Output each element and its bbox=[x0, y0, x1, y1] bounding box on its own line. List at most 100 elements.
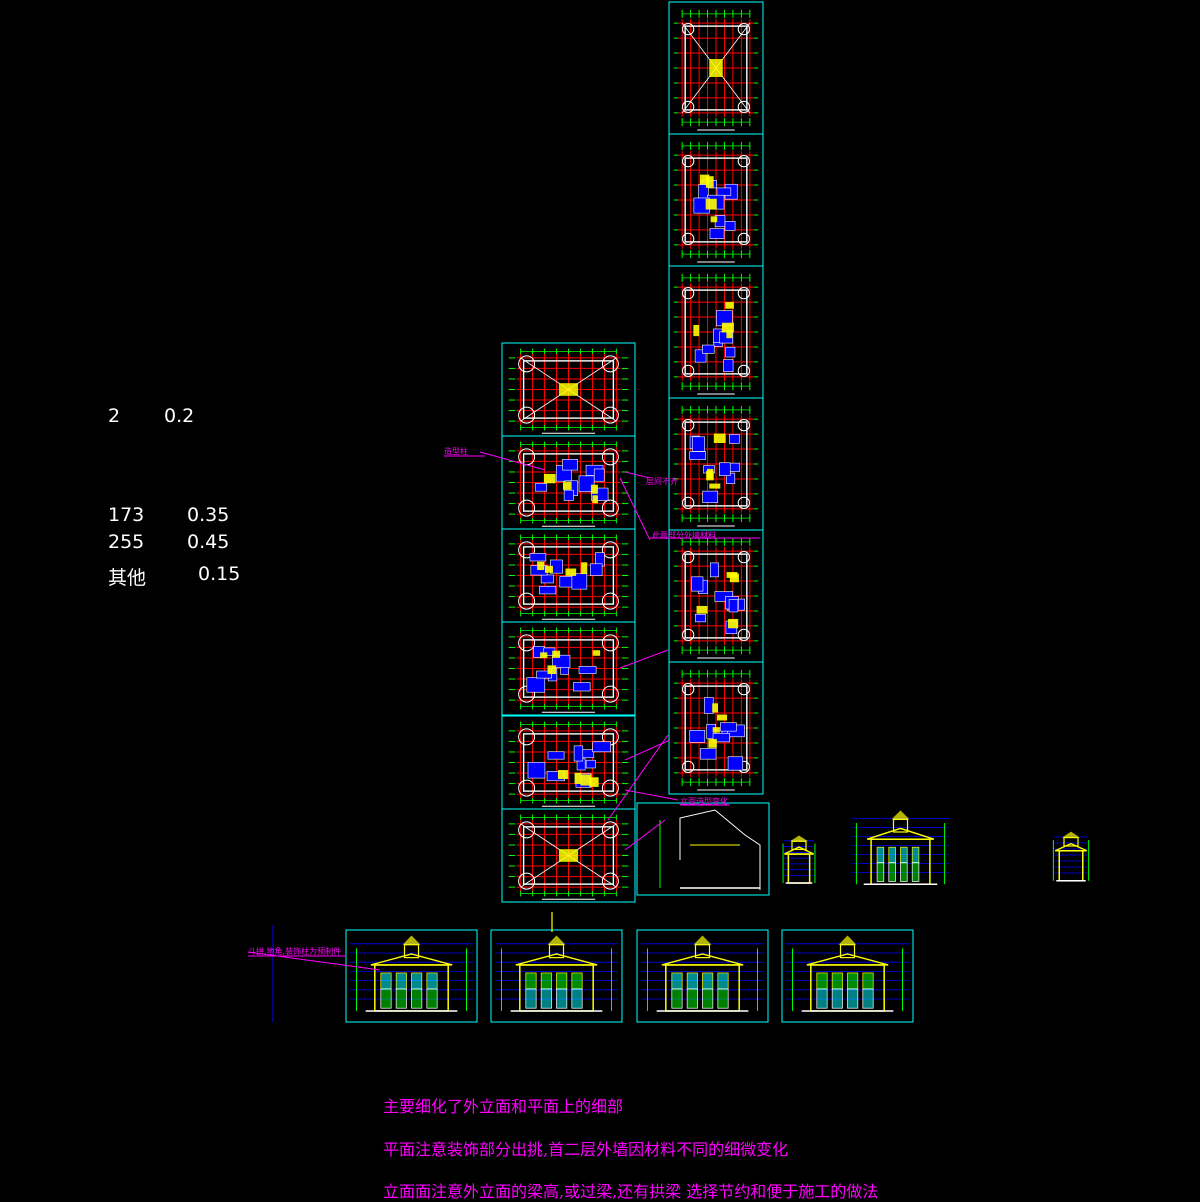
stair-fill bbox=[547, 665, 557, 675]
bay-window bbox=[737, 682, 750, 696]
bay-window bbox=[737, 154, 750, 168]
tower-cap bbox=[693, 935, 712, 945]
leader-line bbox=[624, 789, 679, 801]
room-fill bbox=[694, 613, 706, 623]
window bbox=[816, 972, 828, 990]
elevation-sheet-south bbox=[345, 929, 478, 1023]
legend-key-3: 255 bbox=[108, 531, 145, 553]
window bbox=[571, 988, 583, 1009]
floor-plan-sheet bbox=[668, 1, 764, 135]
sheet-frame bbox=[501, 808, 636, 903]
roof-outline bbox=[1054, 842, 1088, 852]
tower-cap bbox=[547, 935, 566, 945]
room-fill bbox=[534, 483, 548, 492]
room-fill bbox=[536, 670, 552, 679]
stair-fill bbox=[696, 605, 708, 614]
room-fill bbox=[539, 586, 557, 595]
stair-fill bbox=[580, 774, 592, 786]
window bbox=[900, 862, 908, 882]
roof-outline bbox=[370, 953, 453, 966]
floor-plan-sheet bbox=[501, 808, 636, 903]
room-fill bbox=[729, 434, 740, 444]
exterior-wall bbox=[522, 639, 615, 698]
bay-window bbox=[601, 779, 619, 797]
room-fill bbox=[692, 436, 705, 452]
leader-line bbox=[624, 471, 651, 479]
stair-fill bbox=[726, 329, 733, 339]
floor-plan-sheet bbox=[668, 133, 764, 267]
floor-plan-sheet bbox=[668, 265, 764, 399]
room-fill bbox=[526, 677, 546, 693]
bay-window bbox=[737, 364, 750, 378]
window bbox=[571, 972, 583, 990]
floor-plan-sheet bbox=[501, 621, 636, 716]
note-line-2: 平面注意装饰部分出挑,首二层外墙因材料不同的细微变化 bbox=[383, 1140, 789, 1159]
room-fill bbox=[726, 472, 736, 484]
tower-cap bbox=[1062, 831, 1080, 838]
window bbox=[411, 972, 423, 990]
room-fill bbox=[727, 756, 744, 771]
room-fill bbox=[702, 490, 719, 503]
bay-window bbox=[601, 541, 619, 559]
bay-window bbox=[737, 550, 750, 564]
stair-fill bbox=[557, 770, 569, 780]
stair-fill bbox=[562, 481, 572, 490]
bay-window bbox=[518, 728, 536, 746]
bay-window bbox=[601, 406, 619, 424]
bay-window bbox=[682, 628, 695, 642]
exterior-wall bbox=[684, 421, 748, 507]
bay-window bbox=[682, 760, 695, 774]
stair-fill bbox=[537, 561, 545, 571]
room-fill bbox=[716, 187, 732, 196]
exterior-wall bbox=[684, 289, 748, 375]
stair-fill bbox=[592, 650, 601, 656]
roof-outline bbox=[515, 953, 598, 966]
sheet-frame bbox=[345, 929, 478, 1023]
room-fill bbox=[589, 563, 603, 576]
stair-fill bbox=[725, 301, 734, 309]
room-fill bbox=[578, 666, 597, 674]
stair-fill bbox=[544, 565, 553, 573]
bay-window bbox=[518, 499, 536, 517]
window bbox=[876, 846, 885, 864]
bay-window bbox=[682, 682, 695, 696]
sheet-frame bbox=[490, 929, 623, 1023]
legend-value-4: 0.15 bbox=[198, 563, 241, 585]
legend-value-3: 0.45 bbox=[187, 531, 230, 553]
bay-window bbox=[601, 448, 619, 466]
floor-plan-sheet bbox=[668, 661, 764, 795]
room-fill bbox=[585, 759, 596, 769]
room-fill bbox=[703, 697, 714, 714]
stair-fill bbox=[592, 495, 598, 504]
stair-fill bbox=[709, 483, 721, 489]
sheet-frame bbox=[501, 621, 636, 716]
bay-window bbox=[682, 364, 695, 378]
roof-cap bbox=[709, 59, 723, 77]
tower-cap bbox=[838, 935, 857, 945]
callout-prefab-label: 斗拱,地角,装饰柱为预制件 bbox=[248, 947, 342, 956]
window bbox=[395, 988, 407, 1009]
callout-column-label: 造型柱 bbox=[444, 447, 468, 456]
stair-fill bbox=[706, 470, 714, 481]
exterior-wall bbox=[522, 360, 615, 419]
stair-fill bbox=[708, 738, 717, 748]
floor-plan-sheet bbox=[501, 528, 636, 623]
bay-window bbox=[682, 232, 695, 246]
room-fill bbox=[573, 745, 584, 762]
exterior-wall bbox=[522, 546, 615, 605]
window bbox=[911, 846, 920, 864]
bay-window bbox=[518, 821, 536, 839]
roof-outline bbox=[806, 953, 889, 966]
stair-fill bbox=[721, 322, 734, 333]
window bbox=[862, 972, 874, 990]
room-fill bbox=[725, 346, 736, 358]
stair-fill bbox=[728, 618, 739, 629]
room-fill bbox=[719, 462, 731, 477]
window bbox=[540, 972, 552, 990]
callout-level-label: 层间不齐 bbox=[646, 477, 678, 486]
stair-fill bbox=[712, 703, 719, 713]
sheet-frame bbox=[781, 929, 914, 1023]
stair-fill bbox=[729, 573, 739, 583]
leader-line bbox=[479, 451, 546, 471]
